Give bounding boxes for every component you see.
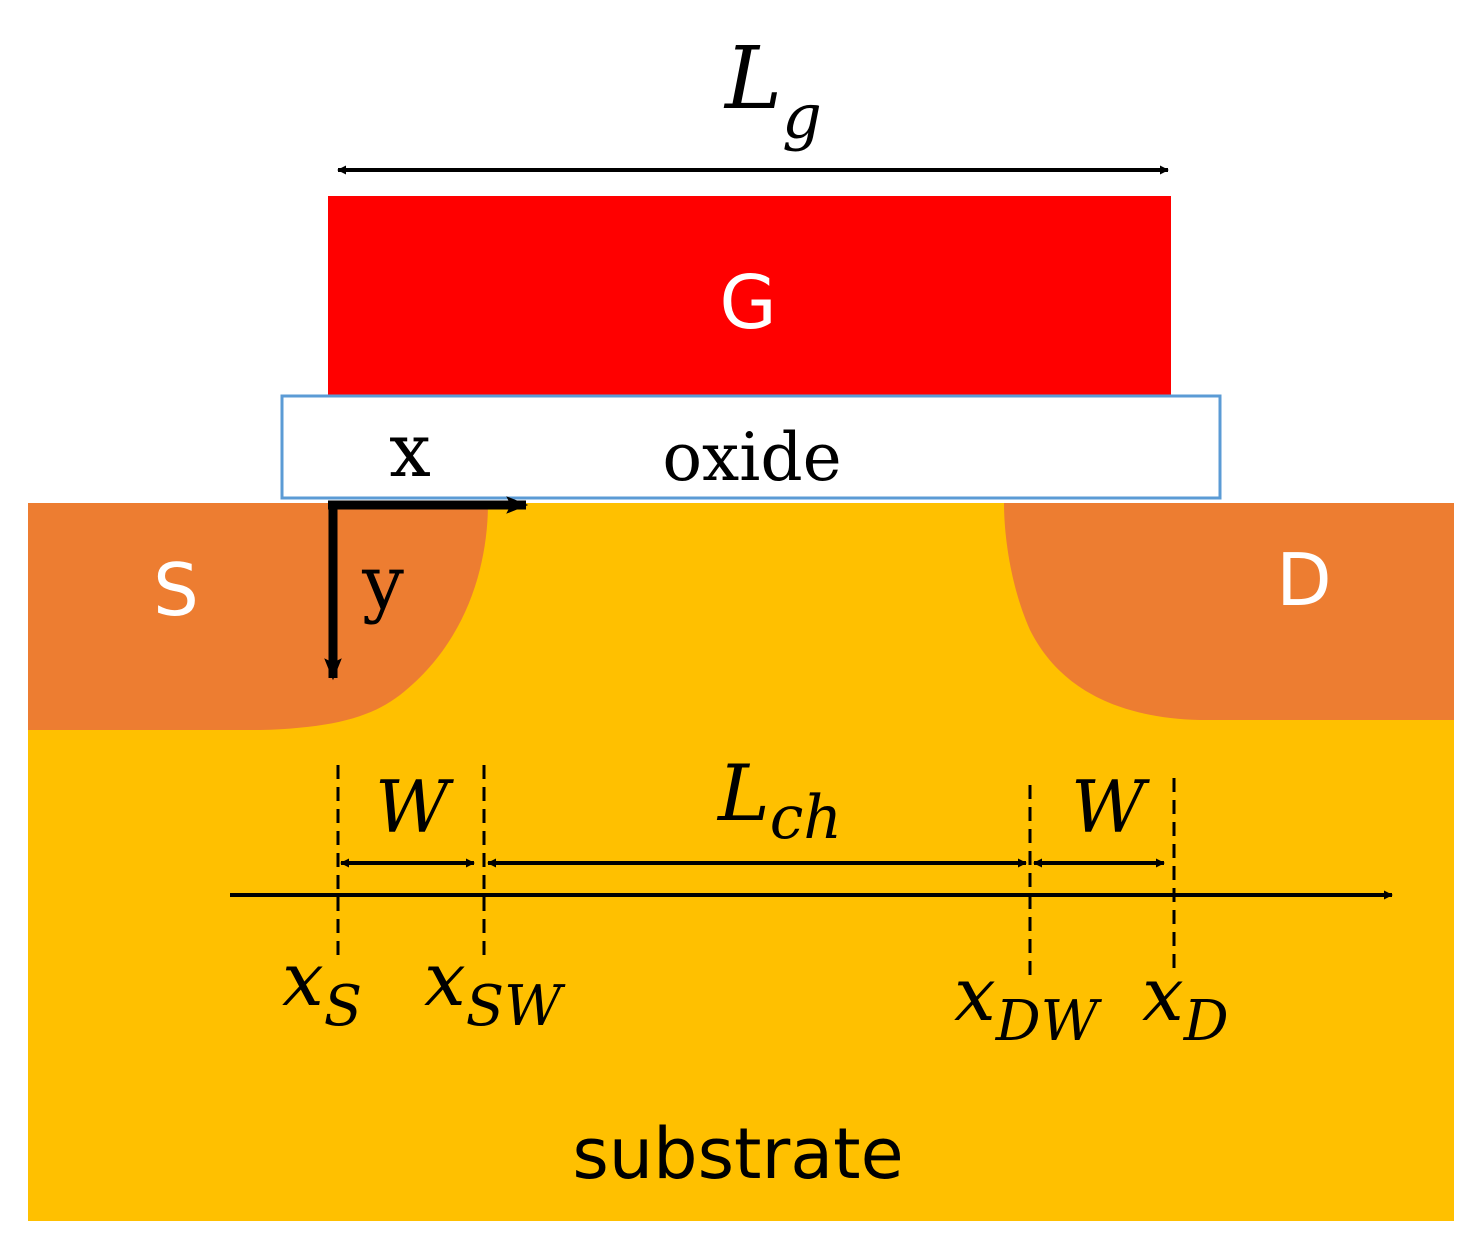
gate-electrode	[328, 196, 1171, 396]
axis-x-label: x	[389, 408, 431, 494]
drain-region	[1004, 503, 1454, 720]
oxide-label: oxide	[662, 419, 841, 496]
xsw-label: xSW	[424, 937, 566, 1039]
source-region	[28, 503, 488, 730]
channel-length-label: Lch	[716, 749, 842, 853]
width-left-label: W	[375, 765, 454, 849]
source-label: S	[153, 548, 199, 632]
gate-length-label: Lg	[723, 29, 822, 153]
axis-y-label: y	[361, 540, 404, 626]
width-right-label: W	[1071, 765, 1150, 849]
xs-label: xS	[282, 937, 362, 1039]
xdw-label: xDW	[954, 952, 1103, 1054]
xd-label: xD	[1142, 952, 1229, 1054]
drain-label: D	[1276, 538, 1331, 622]
oxide-layer	[280, 394, 1222, 500]
substrate-label: substrate	[572, 1113, 903, 1195]
gate-label: G	[719, 260, 776, 346]
